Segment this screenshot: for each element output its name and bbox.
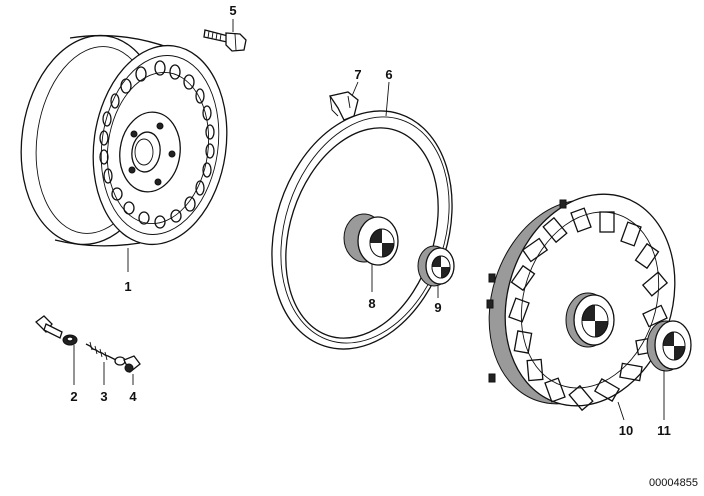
part-label-6: 6 [385, 67, 392, 82]
part-label-10: 10 [619, 423, 633, 438]
rim-vent-holes [99, 60, 215, 229]
wheel-emblem-small [417, 245, 455, 298]
part-label-8: 8 [368, 296, 375, 311]
centre-hub-cap [343, 213, 399, 292]
part-label-1: 1 [124, 279, 131, 294]
part-label-7: 7 [354, 67, 361, 82]
cover-vent-slots [508, 207, 669, 412]
part-label-4: 4 [129, 389, 137, 404]
wheel-cover [486, 193, 676, 421]
steel-wheel-rim [20, 34, 228, 272]
retaining-clip [328, 81, 359, 121]
wheel-emblem-large [646, 320, 692, 420]
part-label-5: 5 [229, 3, 236, 18]
tire-valve-parts [35, 315, 141, 385]
part-label-11: 11 [657, 423, 671, 438]
part-label-9: 9 [434, 300, 441, 315]
diagram-reference-number: 00004855 [649, 477, 698, 489]
wheel-bolt [203, 19, 247, 52]
part-label-2: 2 [70, 389, 77, 404]
part-label-3: 3 [100, 389, 107, 404]
